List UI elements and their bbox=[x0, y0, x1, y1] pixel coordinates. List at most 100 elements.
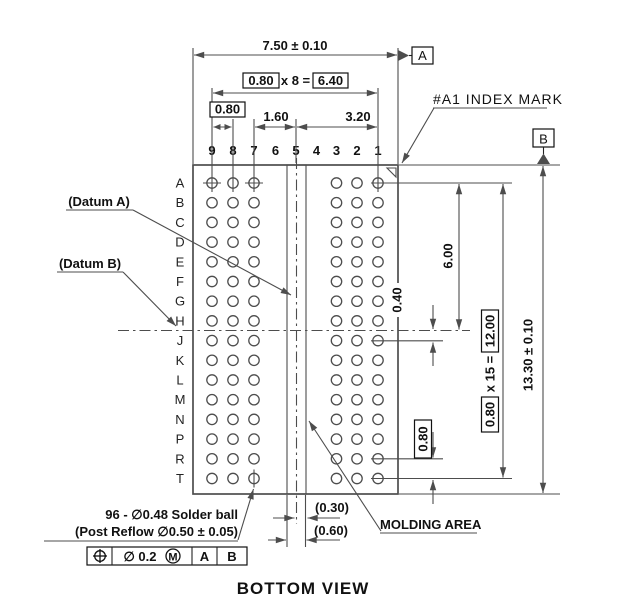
row-label-P: P bbox=[176, 432, 185, 447]
solder-ball-L8 bbox=[227, 374, 239, 386]
solder-ball-M9 bbox=[206, 393, 218, 406]
solder-ball-P9 bbox=[206, 433, 218, 445]
solder-ball-T8 bbox=[227, 472, 239, 485]
dim-ball-span-horizontal: 0.80 x 8 = 6.40 bbox=[211, 72, 379, 192]
position-symbol-icon bbox=[93, 549, 107, 563]
molding-strip bbox=[286, 158, 307, 524]
solder-ball-F9 bbox=[206, 275, 218, 288]
row-label-H: H bbox=[175, 313, 184, 328]
solder-ball-F8 bbox=[227, 275, 239, 288]
col-label-2: 2 bbox=[353, 143, 360, 158]
solder-ball-B1 bbox=[372, 196, 384, 209]
solder-ball-D8 bbox=[227, 236, 239, 248]
datum-flag-b-label: B bbox=[539, 132, 548, 147]
solder-ball-E7 bbox=[248, 255, 260, 268]
solder-ball-G7 bbox=[248, 295, 260, 308]
solder-ball-note-line2: (Post Reflow ∅0.50 ± 0.05) bbox=[75, 524, 238, 539]
dim-span-v-text: 12.00 bbox=[483, 315, 498, 348]
solder-ball-E9 bbox=[206, 255, 218, 268]
solder-ball-A2 bbox=[351, 177, 363, 189]
solder-ball-E8 bbox=[227, 255, 239, 268]
solder-ball-M2 bbox=[351, 393, 363, 406]
index-mark-label: #A1 INDEX MARK bbox=[433, 91, 563, 107]
datum-a-label: (Datum A) bbox=[68, 194, 130, 209]
row-label-A: A bbox=[176, 176, 185, 191]
view-title: BOTTOM VIEW bbox=[237, 579, 370, 598]
solder-ball-L1 bbox=[372, 374, 384, 386]
solder-ball-F3 bbox=[330, 275, 343, 288]
row-label-D: D bbox=[175, 235, 184, 250]
solder-ball-note-line1: 96 - ∅0.48 Solder ball bbox=[105, 507, 238, 522]
solder-ball-E2 bbox=[351, 255, 363, 268]
col-label-4: 4 bbox=[313, 143, 321, 158]
solder-ball-grid bbox=[206, 177, 384, 485]
solder-ball-N7 bbox=[248, 413, 260, 426]
solder-ball-R8 bbox=[227, 452, 239, 465]
solder-ball-A3 bbox=[330, 177, 343, 189]
mmc-modifier-icon: M bbox=[165, 548, 181, 564]
datum-flag-a-label: A bbox=[418, 48, 427, 63]
solder-ball-J2 bbox=[351, 334, 363, 347]
dim-mold-offset-text: (0.30) bbox=[315, 500, 349, 515]
row-label-C: C bbox=[175, 215, 184, 230]
solder-ball-J9 bbox=[206, 334, 218, 347]
dim-center-gap: 1.60 bbox=[253, 109, 297, 192]
solder-ball-L9 bbox=[206, 374, 218, 386]
row-label-L: L bbox=[176, 373, 183, 388]
solder-ball-G9 bbox=[206, 295, 218, 308]
dim-pitch-v-text: 0.80 bbox=[483, 402, 498, 427]
solder-ball-T2 bbox=[351, 472, 363, 485]
dim-ball-span-vertical: 0.80 x 15 = 12.00 bbox=[480, 184, 507, 478]
solder-ball-N8 bbox=[227, 413, 239, 426]
solder-ball-B3 bbox=[330, 196, 343, 209]
solder-ball-P7 bbox=[248, 433, 260, 445]
dim-top-to-center: 6.00 bbox=[441, 184, 463, 330]
solder-ball-note: 96 - ∅0.48 Solder ball (Post Reflow ∅0.5… bbox=[44, 488, 255, 542]
solder-ball-T9 bbox=[206, 472, 218, 485]
solder-ball-G2 bbox=[351, 295, 363, 308]
solder-ball-E3 bbox=[330, 255, 343, 268]
solder-ball-K9 bbox=[206, 354, 218, 367]
fcf-tolerance-text: ∅ 0.2 bbox=[123, 549, 156, 564]
solder-ball-H1 bbox=[372, 315, 384, 327]
solder-ball-B9 bbox=[206, 196, 218, 209]
solder-ball-D1 bbox=[372, 236, 384, 248]
solder-ball-P8 bbox=[227, 433, 239, 445]
col-label-6: 6 bbox=[272, 143, 279, 158]
solder-ball-C3 bbox=[330, 216, 343, 229]
solder-ball-B2 bbox=[351, 196, 363, 209]
col-label-3: 3 bbox=[333, 143, 340, 158]
row-label-F: F bbox=[176, 274, 184, 289]
row-label-K: K bbox=[176, 353, 185, 368]
fcf-datum1-text: A bbox=[200, 549, 210, 564]
solder-ball-H9 bbox=[206, 315, 218, 327]
a1-index-mark-triangle bbox=[385, 167, 397, 179]
solder-ball-J8 bbox=[227, 334, 239, 347]
row-label-J: J bbox=[177, 333, 184, 348]
solder-ball-H2 bbox=[351, 315, 363, 327]
molding-area-label: MOLDING AREA bbox=[380, 517, 482, 532]
dim-center-to-row-j: 0.40 bbox=[389, 283, 437, 366]
solder-ball-D9 bbox=[206, 236, 218, 248]
dim-pitch-horizontal: 0.80 bbox=[209, 101, 246, 192]
package-outline bbox=[192, 164, 399, 495]
solder-ball-B7 bbox=[248, 196, 260, 209]
solder-ball-N1 bbox=[372, 413, 384, 426]
row-label-M: M bbox=[175, 392, 186, 407]
solder-ball-R9 bbox=[206, 452, 218, 465]
solder-ball-G1 bbox=[372, 295, 384, 308]
dim-pitch-h-text: 0.80 bbox=[215, 102, 240, 117]
solder-ball-R2 bbox=[351, 452, 363, 465]
index-mark-callout: #A1 INDEX MARK bbox=[401, 91, 563, 164]
dim-center-to-row-j-text: 0.40 bbox=[390, 287, 405, 312]
solder-ball-D2 bbox=[351, 236, 363, 248]
datum-flag-b: B bbox=[532, 128, 555, 164]
datum-b-label: (Datum B) bbox=[59, 256, 121, 271]
solder-ball-J7 bbox=[248, 334, 260, 347]
solder-ball-M3 bbox=[330, 393, 343, 406]
solder-ball-T3 bbox=[330, 472, 343, 485]
solder-ball-L3 bbox=[330, 374, 343, 386]
dim-overall-width-text: 7.50 ± 0.10 bbox=[263, 38, 328, 53]
